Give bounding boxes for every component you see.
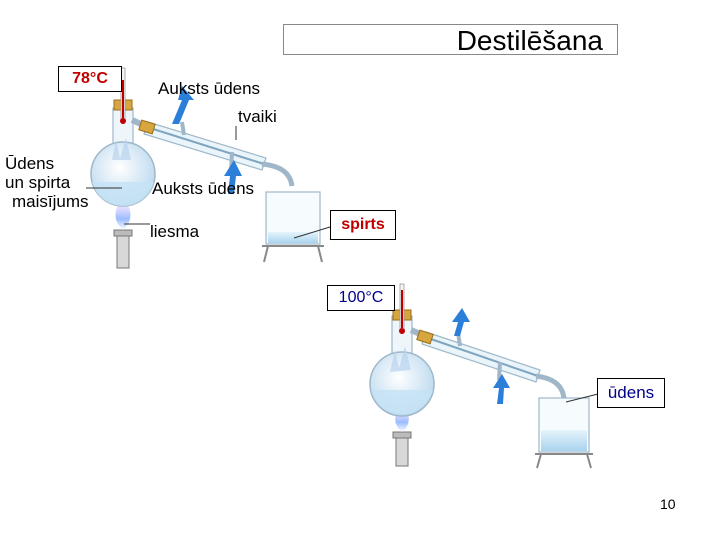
temp-label-top: 78°C xyxy=(58,66,122,92)
top-apparatus xyxy=(86,67,331,269)
cold-water-label-bottom: Auksts ūdens xyxy=(152,179,255,198)
product-label-top: spirts xyxy=(330,210,396,240)
bottom-apparatus xyxy=(369,283,599,469)
cold-water-in-arrow-top xyxy=(224,160,242,194)
page-title: Destilēšana xyxy=(456,25,603,56)
temp-label-bottom: 100°C xyxy=(327,285,395,311)
burner-top xyxy=(113,198,133,269)
title-box: Destilēšana xyxy=(283,24,618,56)
page-number: 10 xyxy=(660,496,676,512)
cold-water-out-arrow-top xyxy=(172,86,194,124)
cold-water-in-arrow-bottom xyxy=(493,374,510,404)
beaker-top xyxy=(262,191,324,263)
vapor-label: tvaiki xyxy=(238,107,277,126)
temp-label-bottom-text: 100°C xyxy=(338,289,384,306)
thermometer-bottom xyxy=(399,283,405,334)
condenser-bottom xyxy=(409,327,567,399)
thermometer-top xyxy=(120,67,126,124)
cold-water-out-arrow-bottom xyxy=(452,308,470,336)
mixture-line-1: Ūdens xyxy=(5,154,55,173)
mixture-label: Ūdens un spirta maisījums xyxy=(5,154,89,211)
product-label-bottom-text: ūdens xyxy=(607,383,655,402)
temp-label-top-text: 78°C xyxy=(72,70,108,87)
cold-water-label-top: Auksts ūdens xyxy=(158,79,261,98)
flame-label: liesma xyxy=(150,222,200,241)
product-label-top-text: spirts xyxy=(341,216,385,233)
mixture-line-3: maisījums xyxy=(12,192,89,211)
product-label-bottom: ūdens xyxy=(597,378,665,408)
mixture-line-2: un spirta xyxy=(5,173,71,192)
condenser-top xyxy=(130,117,295,187)
beaker-bottom xyxy=(535,397,593,469)
